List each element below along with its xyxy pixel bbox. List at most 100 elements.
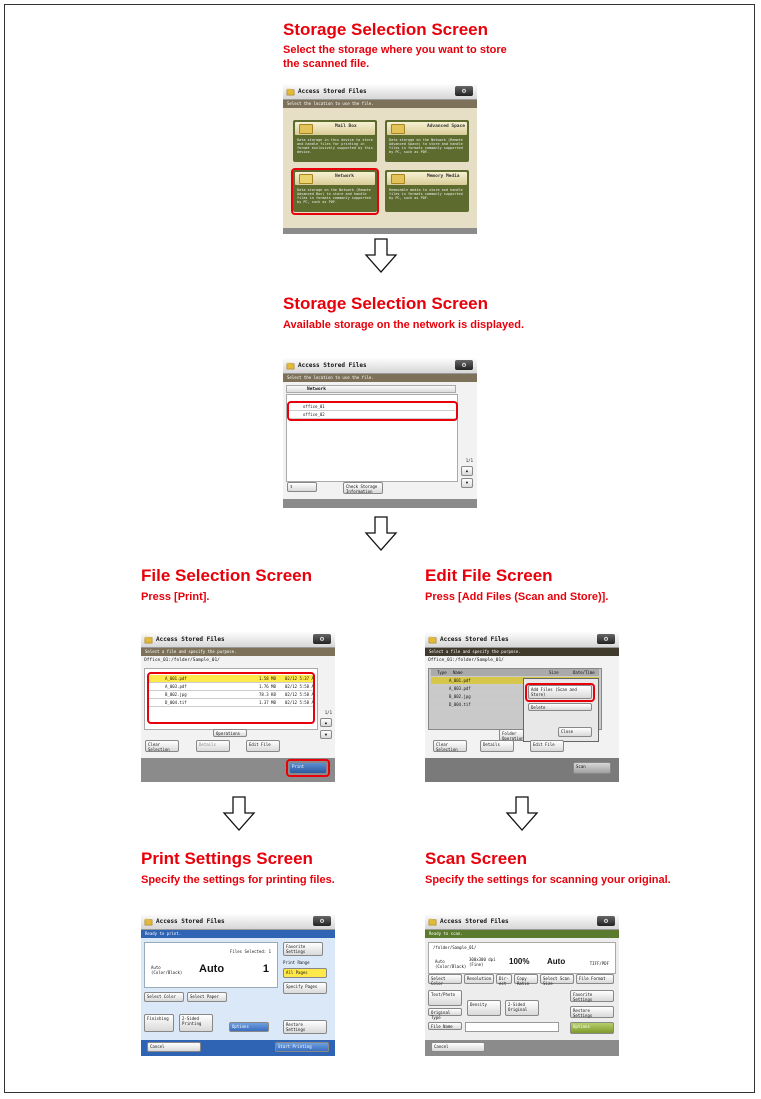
all-pages-button[interactable]: All Pages xyxy=(283,968,327,978)
scroll-up-button[interactable]: ▲ xyxy=(320,718,332,727)
cancel-button[interactable]: Cancel xyxy=(147,1042,201,1052)
scan-summary: /folder/Sample_01/ Auto (Color/Black) 30… xyxy=(428,942,616,974)
step6-title: Scan Screen xyxy=(425,849,528,868)
storage-selection-screen: Access Stored Files ⚙ Select the locatio… xyxy=(283,84,477,234)
table-row[interactable]: A_001.pdf 1.58 MB 02/12 5:37 A xyxy=(147,675,315,683)
folder-hand-icon xyxy=(286,362,295,370)
up-level-button[interactable]: ⮤ xyxy=(287,482,317,492)
storage-memory-media[interactable]: Memory Media Removable media to store an… xyxy=(385,170,469,212)
table-row[interactable]: D_004.tif 1.37 MB 02/12 5:58 A xyxy=(147,699,315,707)
select-paper-button[interactable]: Select Paper xyxy=(187,992,227,1002)
step1-desc: Select the storage where you want to sto… xyxy=(283,44,507,70)
step5-desc: Specify the settings for printing files. xyxy=(141,874,335,886)
options-button[interactable]: Options xyxy=(570,1022,614,1034)
options-button[interactable]: Options xyxy=(229,1022,269,1032)
highlight-network-items xyxy=(287,401,458,421)
copy-ratio-button[interactable]: Copy Ratio xyxy=(514,974,538,986)
details-button[interactable]: Details xyxy=(196,740,230,752)
print-button[interactable]: Print xyxy=(289,762,327,774)
title-bar: Access Stored Files ⚙ xyxy=(283,84,477,100)
network-icon xyxy=(299,174,313,184)
finishing-button[interactable]: Finishing xyxy=(144,1014,174,1032)
storage-mail-box[interactable]: Mail Box Data storage in this device to … xyxy=(293,120,377,162)
folder-hand-icon xyxy=(428,636,437,644)
storage-network[interactable]: Network Data storage on the Network (Rem… xyxy=(293,170,377,212)
clear-selection-button[interactable]: Clear Selection xyxy=(145,740,179,752)
delete-button[interactable]: Delete xyxy=(528,703,592,711)
down-arrow-icon xyxy=(222,796,256,831)
scan-button[interactable]: Scan xyxy=(573,762,611,774)
highlight-add-files xyxy=(525,683,595,702)
cancel-button[interactable]: Cancel xyxy=(431,1042,485,1052)
restore-settings-button[interactable]: Restore Settings xyxy=(283,1020,327,1034)
table-row[interactable]: A_001.pdf xyxy=(431,677,599,685)
status-bar: Ready to print. xyxy=(141,930,335,938)
select-color-button[interactable]: Select Color xyxy=(144,992,184,1002)
two-sided-original-button[interactable]: 2-Sided Original xyxy=(505,1000,539,1016)
gear-icon[interactable]: ⚙ xyxy=(313,634,331,644)
table-row[interactable]: A_003.pdf 1.76 MB 02/12 5:58 A xyxy=(147,683,315,691)
close-button[interactable]: Close xyxy=(558,727,592,737)
details-button[interactable]: Details xyxy=(480,740,514,752)
original-type-button[interactable]: Original Type xyxy=(428,1008,462,1020)
scroll-down-button[interactable]: ▼ xyxy=(461,478,473,488)
select-color-button[interactable]: Select Color xyxy=(428,974,462,986)
folder-hand-icon xyxy=(428,918,437,926)
clear-selection-button[interactable]: Clear Selection xyxy=(433,740,467,752)
down-arrow-icon xyxy=(505,796,539,831)
step4-desc: Press [Add Files (Scan and Store)]. xyxy=(425,591,609,603)
page-indicator: 1/1 xyxy=(465,458,473,463)
density-button[interactable]: Density xyxy=(467,1000,501,1016)
network-header: Network xyxy=(286,385,456,393)
add-files-button[interactable]: Add Files (Scan and Store) xyxy=(528,685,592,699)
scroll-up-button[interactable]: ▲ xyxy=(461,466,473,476)
step3-desc: Press [Print]. xyxy=(141,591,210,603)
gear-icon[interactable]: ⚙ xyxy=(597,634,615,644)
network-list: office_01 office_02 xyxy=(286,394,458,482)
start-printing-button[interactable]: Start Printing xyxy=(275,1042,329,1052)
check-storage-button[interactable]: Check Storage Information xyxy=(343,482,383,494)
favorite-settings-button[interactable]: Favorite Settings xyxy=(570,990,614,1002)
direct-button[interactable]: Dir-ect xyxy=(496,974,512,986)
table-row[interactable]: D_004.tif xyxy=(431,701,599,709)
folder-hand-icon xyxy=(144,636,153,644)
step3-title: File Selection Screen xyxy=(141,566,313,585)
table-row[interactable]: B_002.jpg 78.3 KB 02/12 5:58 A xyxy=(147,691,315,699)
file-selection-screen: Access Stored Files ⚙ Select a file and … xyxy=(141,632,335,782)
page-indicator: 1/1 xyxy=(324,710,332,715)
app-title: Access Stored Files xyxy=(298,88,367,95)
file-format-button[interactable]: File Format xyxy=(576,974,614,984)
edit-file-screen: Access Stored Files ⚙ Select a file and … xyxy=(425,632,619,782)
restore-settings-button[interactable]: Restore Settings xyxy=(570,1006,614,1018)
table-row[interactable]: A_003.pdf xyxy=(431,685,599,693)
two-sided-printing-button[interactable]: 2-Sided Printing xyxy=(179,1014,213,1032)
gear-icon[interactable]: ⚙ xyxy=(597,916,615,926)
highlight-network xyxy=(291,168,379,215)
list-item[interactable]: office_01 xyxy=(289,403,455,411)
table-row[interactable]: B_002.jpg xyxy=(431,693,599,701)
instruction-bar: Select the location to use the file. xyxy=(283,100,477,108)
resolution-button[interactable]: Resolution xyxy=(464,974,494,984)
favorite-settings-button[interactable]: Favorite Settings xyxy=(283,942,323,956)
step2-title: Storage Selection Screen xyxy=(283,294,489,313)
down-arrow-icon xyxy=(364,516,398,551)
storage-advanced-space[interactable]: Advanced Space Data storage on the Netwo… xyxy=(385,120,469,162)
file-list: A_001.pdf 1.58 MB 02/12 5:37 A A_003.pdf… xyxy=(144,668,318,730)
gear-icon[interactable]: ⚙ xyxy=(455,360,473,370)
edit-file-button[interactable]: Edit File xyxy=(530,740,564,752)
gear-icon[interactable]: ⚙ xyxy=(455,86,473,96)
edit-file-button[interactable]: Edit File xyxy=(246,740,280,752)
status-bar: Ready to scan. xyxy=(425,930,619,938)
file-name-input[interactable] xyxy=(465,1022,559,1032)
file-path: Office_01:/folder/Sample_01/ xyxy=(144,658,220,663)
mailbox-icon xyxy=(299,124,313,134)
scan-screen: Access Stored Files ⚙ Ready to scan. /fo… xyxy=(425,914,619,1056)
list-item[interactable]: office_02 xyxy=(289,411,455,419)
operations-button[interactable]: Operations xyxy=(213,729,247,737)
text-photo-button[interactable]: Text/Photo xyxy=(428,990,462,1006)
specify-pages-button[interactable]: Specify Pages xyxy=(283,982,327,994)
select-scan-size-button[interactable]: Select Scan Size xyxy=(540,974,574,986)
file-name-button[interactable]: File Name xyxy=(428,1022,462,1030)
gear-icon[interactable]: ⚙ xyxy=(313,916,331,926)
scroll-down-button[interactable]: ▼ xyxy=(320,730,332,739)
